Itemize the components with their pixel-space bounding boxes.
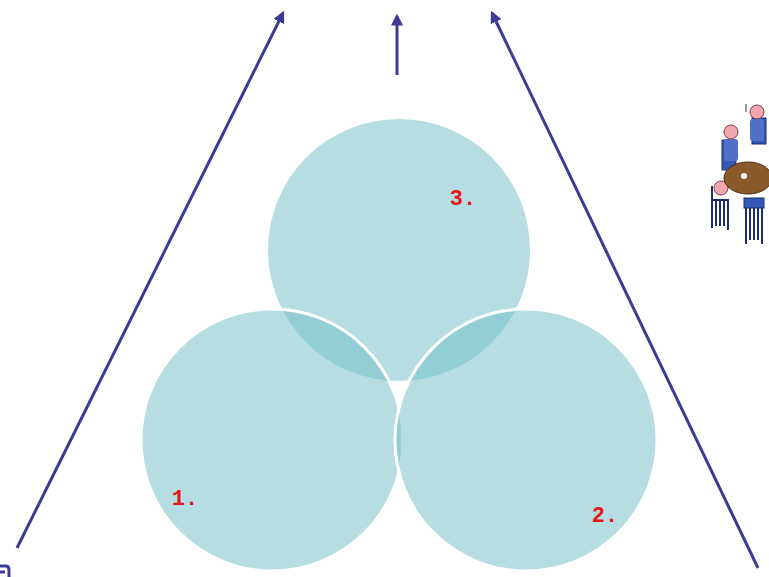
up-arrow	[396, 16, 399, 75]
venn-circle: 2.	[393, 307, 659, 573]
edge-glyph	[0, 566, 9, 577]
callout-number: 1.	[172, 489, 198, 511]
callout-number: 2.	[592, 506, 618, 528]
circle-shape	[139, 307, 405, 573]
meeting-clipart	[712, 104, 769, 244]
circle-shape	[393, 307, 659, 573]
venn-circle: 1.	[139, 307, 405, 573]
callout-number: 3.	[450, 189, 476, 211]
